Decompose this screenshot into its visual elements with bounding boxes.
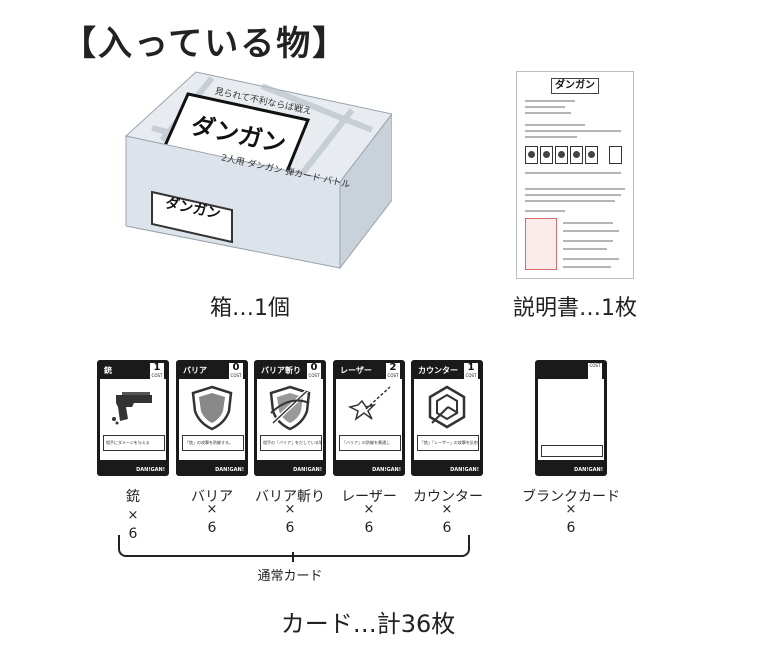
counter-icon <box>428 385 466 429</box>
card-footer: DAN!GAN! <box>450 467 479 473</box>
card-text: 相手にダメージを与える <box>103 435 165 451</box>
card-label-counter: カウンター <box>413 489 483 505</box>
shield-icon <box>191 385 233 431</box>
card-label-laser: レーザー <box>341 489 397 505</box>
card-name: カウンター <box>418 366 458 375</box>
card-text: 「銃」の攻撃を防御する。 <box>182 435 244 451</box>
game-box-image: ダンガン 見られて不利ならば戦え 2人用 ダンガン 弾カード バトル ダンガン <box>122 70 393 290</box>
cards-total-caption: カード…計36枚 <box>280 610 456 638</box>
card-times: × <box>127 508 139 523</box>
card-count: 6 <box>285 520 295 536</box>
card-times: × <box>206 502 218 517</box>
card-times: × <box>441 502 453 517</box>
card-times: × <box>565 502 577 517</box>
card-name: バリア斬り <box>261 366 301 375</box>
card-label-blank: ブランクカード <box>522 489 620 505</box>
manual-caption: 説明書…1枚 <box>513 296 637 321</box>
card-cost: COST <box>588 363 602 379</box>
card-text-box <box>541 445 603 457</box>
card-count: 6 <box>442 520 452 536</box>
normal-cards-label: 通常カード <box>257 569 323 584</box>
card-times: × <box>284 502 296 517</box>
card-label-barrier: バリア <box>191 489 233 505</box>
card-footer: DAN!GAN! <box>136 467 165 473</box>
card-footer: DAN!GAN! <box>293 467 322 473</box>
card-text: 「銃」「レーザー」の攻撃を反射 <box>417 435 479 451</box>
card-blank: COST DAN!GAN! <box>535 360 607 476</box>
card-count: 6 <box>364 520 374 536</box>
laser-icon <box>347 386 391 421</box>
card-footer: DAN!GAN! <box>574 467 603 473</box>
manual-logo: ダンガン <box>551 78 599 94</box>
box-caption: 箱…1個 <box>210 296 290 321</box>
broken-shield-icon <box>269 385 311 431</box>
card-name: レーザー <box>340 366 372 375</box>
card-count: 6 <box>207 520 217 536</box>
manual-image: ダンガン <box>516 71 634 279</box>
card-footer: DAN!GAN! <box>372 467 401 473</box>
card-text: 相手の「バリア」をだしている場合 <box>260 435 322 451</box>
card-footer: DAN!GAN! <box>215 467 244 473</box>
card-label-gun: 銃 <box>126 489 140 505</box>
page-title: 【入っている物】 <box>62 24 349 64</box>
card-times: × <box>363 502 375 517</box>
card-name: バリア <box>183 366 207 375</box>
card-count: 6 <box>566 520 576 536</box>
card-label-barrier-slash: バリア斬り <box>255 489 325 505</box>
card-count: 6 <box>128 526 138 542</box>
gun-icon <box>112 392 152 425</box>
card-name: 銃 <box>104 366 112 375</box>
normal-cards-bracket <box>118 535 470 562</box>
card-text: 「バリア」の防御を貫通し <box>339 435 401 451</box>
